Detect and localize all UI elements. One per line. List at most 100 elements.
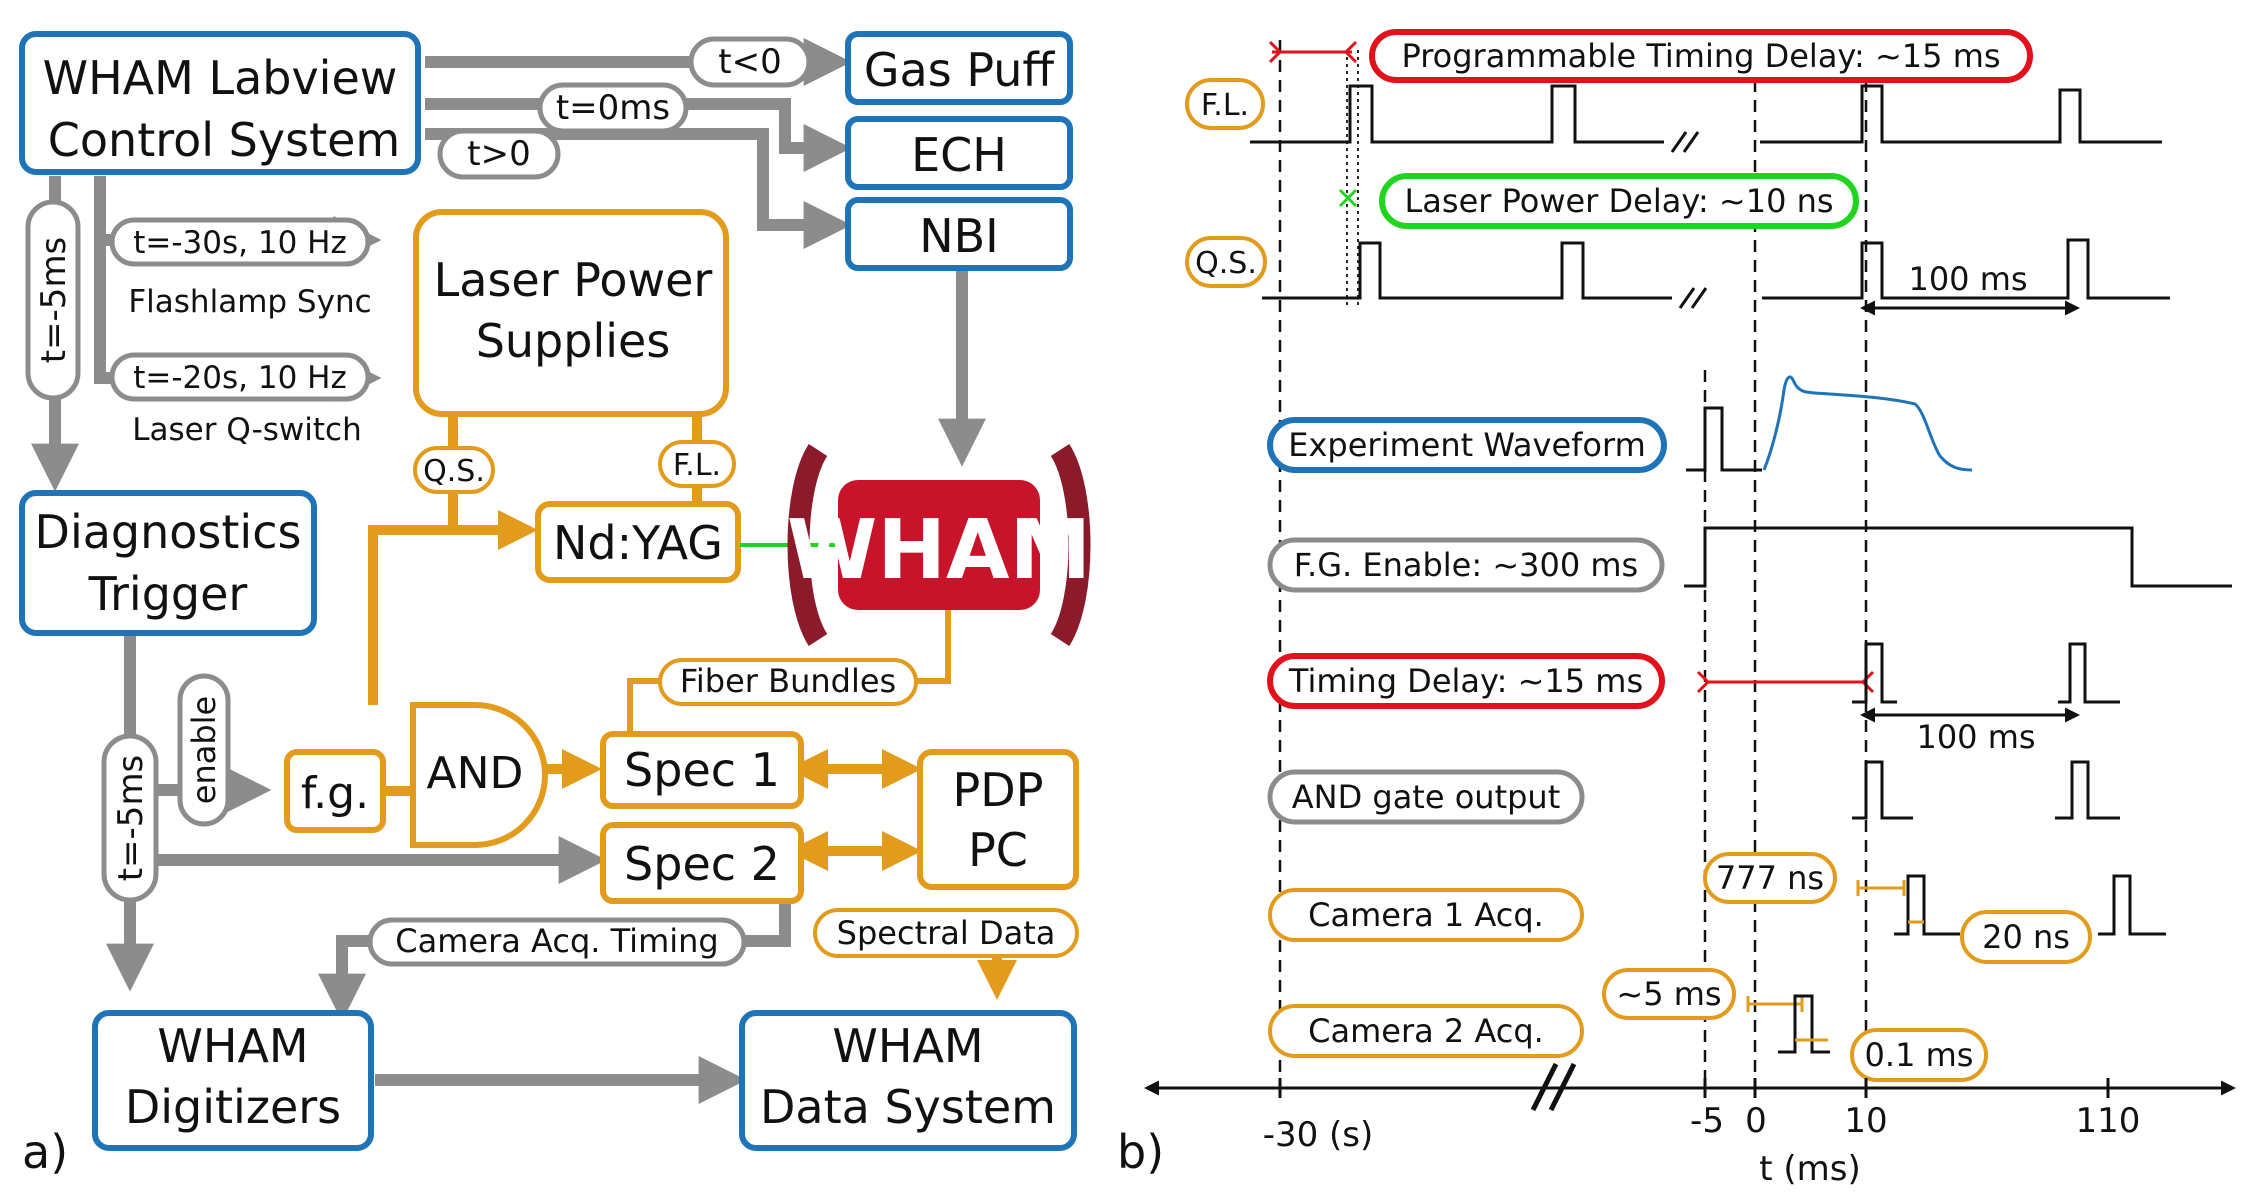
timing-delay-ticks <box>1696 670 1875 694</box>
spec2-box <box>600 822 804 904</box>
pill-cam1-delay-label: 777 ns <box>1716 859 1824 897</box>
diag-trigger-line1: Diagnostics <box>35 505 302 559</box>
panel-b-label: b) <box>1117 1125 1164 1179</box>
time-axis-ticks <box>1278 1078 2110 1098</box>
signal-delay-1 <box>1852 642 1897 704</box>
pill-cam2-delay <box>1602 968 1736 1020</box>
pill-enable-label: enable <box>185 696 223 804</box>
spec1-label: Spec 1 <box>624 743 780 797</box>
pill-cam1-delay <box>1703 852 1837 904</box>
pill-spectral-data <box>813 908 1079 958</box>
pill-cam1 <box>1268 888 1584 942</box>
period-2-label: 100 ms <box>1916 718 2035 756</box>
signal-exp-waveform <box>1762 375 1973 472</box>
break-qs <box>1678 287 1708 309</box>
flashlamp-sync-label: Flashlamp Sync <box>128 284 371 320</box>
pill-b-fl-label: F.L. <box>1201 88 1249 123</box>
pill-b-qs <box>1185 236 1267 288</box>
pill-cam1-label: Camera 1 Acq. <box>1308 896 1544 934</box>
signal-and-2 <box>2055 760 2120 820</box>
signal-cam2 <box>1778 994 1830 1054</box>
signal-cam1-2 <box>2098 874 2166 936</box>
tick-110: 110 <box>2076 1101 2141 1141</box>
pill-prog-delay-label: Programmable Timing Delay: ~15 ms <box>1401 37 2000 75</box>
pill-t-m5-mid <box>101 733 159 903</box>
panel-a-label: a) <box>22 1125 68 1179</box>
pill-camera-timing <box>367 917 747 967</box>
signal-fl-left <box>1250 84 1664 144</box>
pdp-line1: PDP <box>953 763 1044 817</box>
pill-cam1-width-label: 20 ns <box>1982 918 2070 956</box>
pill-timing-delay <box>1267 653 1665 709</box>
pill-cam2-label: Camera 2 Acq. <box>1308 1012 1544 1050</box>
laser-power-line2: Supplies <box>476 314 671 368</box>
pill-qs <box>413 446 495 494</box>
panel-a: WHAM Labview Control System Gas Puff ECH… <box>19 31 1091 1179</box>
pill-camera-timing-label: Camera Acq. Timing <box>395 922 718 960</box>
gas-puff-label: Gas Puff <box>864 43 1056 97</box>
pill-cam1-width <box>1960 910 2092 964</box>
pill-t-m30 <box>109 217 371 267</box>
pill-fg-enable-label: F.G. Enable: ~300 ms <box>1294 546 1638 584</box>
pill-fl <box>658 440 736 488</box>
pdp-line2: PC <box>968 823 1028 877</box>
ndyag-label: Nd:YAG <box>553 516 723 570</box>
control-system-line1: WHAM Labview <box>43 51 398 105</box>
nbi-label: NBI <box>919 209 999 263</box>
tick-10: 10 <box>1844 1101 1887 1141</box>
diag-trigger-line2: Trigger <box>88 567 248 621</box>
pill-b-qs-label: Q.S. <box>1195 246 1257 281</box>
nbi-box <box>845 197 1073 271</box>
data-system-line1: WHAM <box>832 1019 983 1073</box>
pill-prog-delay <box>1369 29 2033 83</box>
wham-logo-text: WHAM <box>787 503 1091 598</box>
signal-fl-right <box>1760 84 2162 144</box>
tick-neg5: -5 <box>1690 1101 1724 1141</box>
pill-fiber-bundles-label: Fiber Bundles <box>680 662 896 700</box>
signal-qs-right <box>1762 238 2170 300</box>
pill-t-gt0 <box>437 128 561 180</box>
pill-experiment-waveform-label: Experiment Waveform <box>1288 426 1646 464</box>
data-system-box <box>739 1010 1077 1151</box>
diag-trigger-box <box>19 490 317 636</box>
period-1-label: 100 ms <box>1908 260 2027 298</box>
digitizers-line1: WHAM <box>157 1019 308 1073</box>
laser-delay-marker <box>1338 188 1358 208</box>
digitizers-box <box>92 1010 374 1151</box>
tick-neg30: -30 (s) <box>1263 1115 1374 1155</box>
panel-b: F.L. Programmable Timing Delay: ~15 ms L… <box>1117 29 2236 1189</box>
time-axis-break <box>1530 1062 1577 1112</box>
signal-qs-left <box>1262 241 1672 300</box>
tick-0: 0 <box>1745 1101 1767 1141</box>
pill-fl-label: F.L. <box>673 448 721 483</box>
digitizers-line2: Digitizers <box>125 1080 341 1134</box>
pill-t-lt0-label: t<0 <box>718 42 781 82</box>
pill-timing-delay-label: Timing Delay: ~15 ms <box>1288 662 1643 700</box>
signal-exp-trigger <box>1686 406 1762 472</box>
pill-cam2-width <box>1850 1028 1988 1082</box>
pill-spectral-data-label: Spectral Data <box>837 914 1056 952</box>
wham-logo: WHAM <box>787 444 1091 646</box>
pill-and-output <box>1267 769 1585 825</box>
cam2-delay-ticks <box>1746 996 1804 1012</box>
ech-box <box>845 116 1073 190</box>
pill-b-fl <box>1185 78 1265 130</box>
laser-power-box <box>413 209 729 417</box>
pill-t-eq0 <box>537 82 689 134</box>
pill-cam2 <box>1268 1004 1584 1058</box>
pill-fiber-bundles <box>658 658 918 706</box>
pill-t-m5-mid-label: t=-5ms <box>111 755 151 882</box>
control-system-line2: Control System <box>48 113 400 167</box>
pill-cam2-width-label: 0.1 ms <box>1865 1036 1974 1074</box>
pdp-box <box>917 749 1079 890</box>
pill-enable <box>177 673 231 827</box>
break-fl <box>1670 131 1700 153</box>
pill-t-m20 <box>109 352 371 402</box>
control-system-box <box>19 31 421 175</box>
pill-laser-delay <box>1379 173 1859 229</box>
ech-label: ECH <box>911 128 1007 182</box>
pill-t-eq0-label: t=0ms <box>556 88 670 128</box>
signal-fg-enable <box>1684 526 2232 588</box>
laser-qswitch-label: Laser Q-switch <box>132 412 362 448</box>
